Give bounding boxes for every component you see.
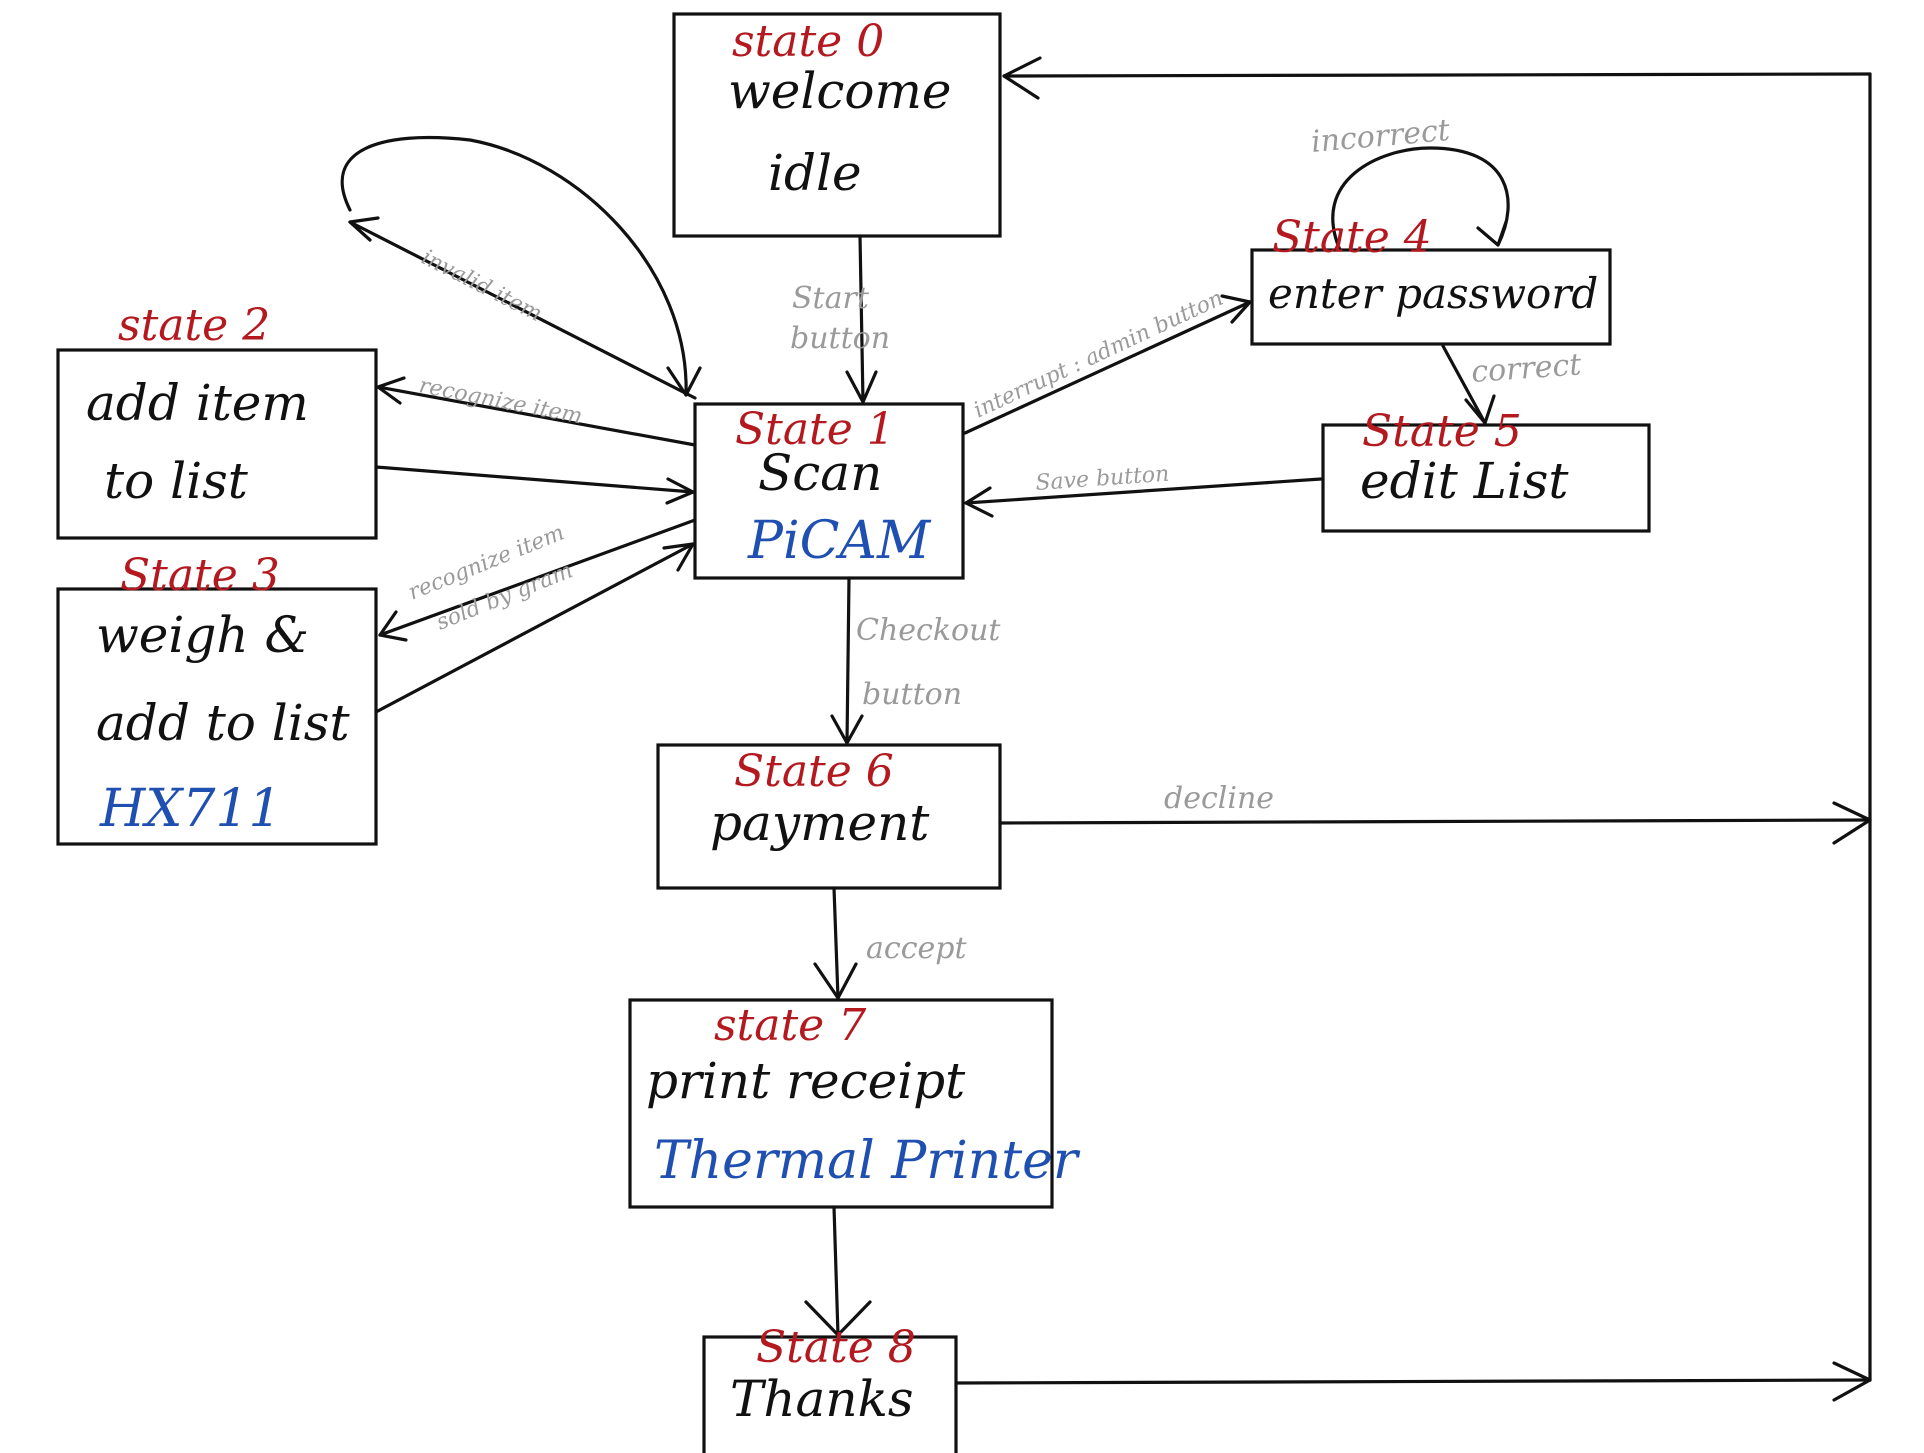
edge-correct: [1441, 344, 1496, 425]
state-0-name: welcome: [728, 62, 952, 120]
edge-save-button: [964, 477, 1323, 518]
edge-accept: [813, 886, 858, 1000]
state-7-name: print receipt: [646, 1052, 966, 1110]
state-2-name-line1: add item: [86, 374, 309, 432]
state-6-name: payment: [710, 794, 930, 852]
state-3-name-line1: weigh &: [96, 606, 309, 664]
edge-invalid-item: [340, 136, 702, 400]
state-8-name: Thanks: [730, 1370, 914, 1428]
state-3-label: State 3: [120, 550, 280, 601]
edge-label-checkout-1: Checkout: [856, 613, 1001, 648]
state-0-box: [672, 12, 1002, 238]
edge-start: [845, 234, 878, 404]
state-3-name-line2: add to list: [96, 694, 350, 752]
edge-state2-to-state1: [374, 465, 695, 505]
edge-state7-to-state8: [804, 1205, 872, 1337]
state-7-box: [628, 998, 1054, 1209]
edge-label-start-1: Start: [792, 281, 870, 316]
edge-label-interrupt: interrupt : admin button: [970, 286, 1227, 424]
state-3-box: [56, 587, 378, 846]
state-2-box: [56, 348, 378, 540]
edge-recognize-item: [376, 376, 697, 447]
edge-label-incorrect: incorrect: [1310, 113, 1453, 160]
state-0-label: state 0: [732, 16, 884, 67]
state-5-label: State 5: [1362, 406, 1522, 457]
state-8-label: State 8: [756, 1322, 916, 1373]
edge-label-decline: decline: [1164, 781, 1274, 816]
state-1-label: State 1: [735, 404, 895, 455]
state-1-name: Scan: [758, 444, 882, 502]
state-6-label: State 6: [734, 746, 894, 797]
state-4-box: [1250, 248, 1612, 346]
edge-return-rail: [1002, 56, 1872, 1382]
edge-incorrect: [1331, 146, 1510, 252]
state-6-box: [656, 743, 1002, 890]
state-5-name: edit List: [1360, 452, 1569, 510]
state-4-name: enter password: [1268, 269, 1598, 318]
state-0-subtitle: idle: [768, 144, 862, 202]
state-3-hardware: HX711: [99, 779, 282, 839]
edge-label-checkout-2: button: [862, 677, 962, 712]
state-2-label: state 2: [118, 300, 270, 351]
edge-label-recognize-item: recognize item: [417, 373, 584, 429]
edge-thanks-to-rail: [954, 1361, 1872, 1402]
state-8-box: [702, 1335, 958, 1453]
state-7-hardware: Thermal Printer: [654, 1131, 1081, 1191]
edge-label-correct: correct: [1470, 347, 1583, 390]
edge-decline: [998, 801, 1872, 845]
state-2-name-line2: to list: [104, 452, 249, 510]
edge-label-invalid-item: invalid item: [417, 245, 546, 327]
edge-label-accept: accept: [866, 931, 967, 966]
state-4-label: State 4: [1272, 212, 1432, 263]
edge-label-start-2: button: [790, 321, 890, 356]
edge-checkout: [830, 576, 864, 745]
state-1-hardware: PiCAM: [747, 511, 932, 571]
edge-interrupt: [963, 294, 1252, 435]
state-1-box: [693, 402, 965, 580]
edge-recognize-gram: [378, 518, 697, 642]
state-7-label: state 7: [714, 1000, 866, 1051]
edge-state3-to-state1: [374, 542, 695, 714]
state-5-box: [1321, 423, 1651, 533]
